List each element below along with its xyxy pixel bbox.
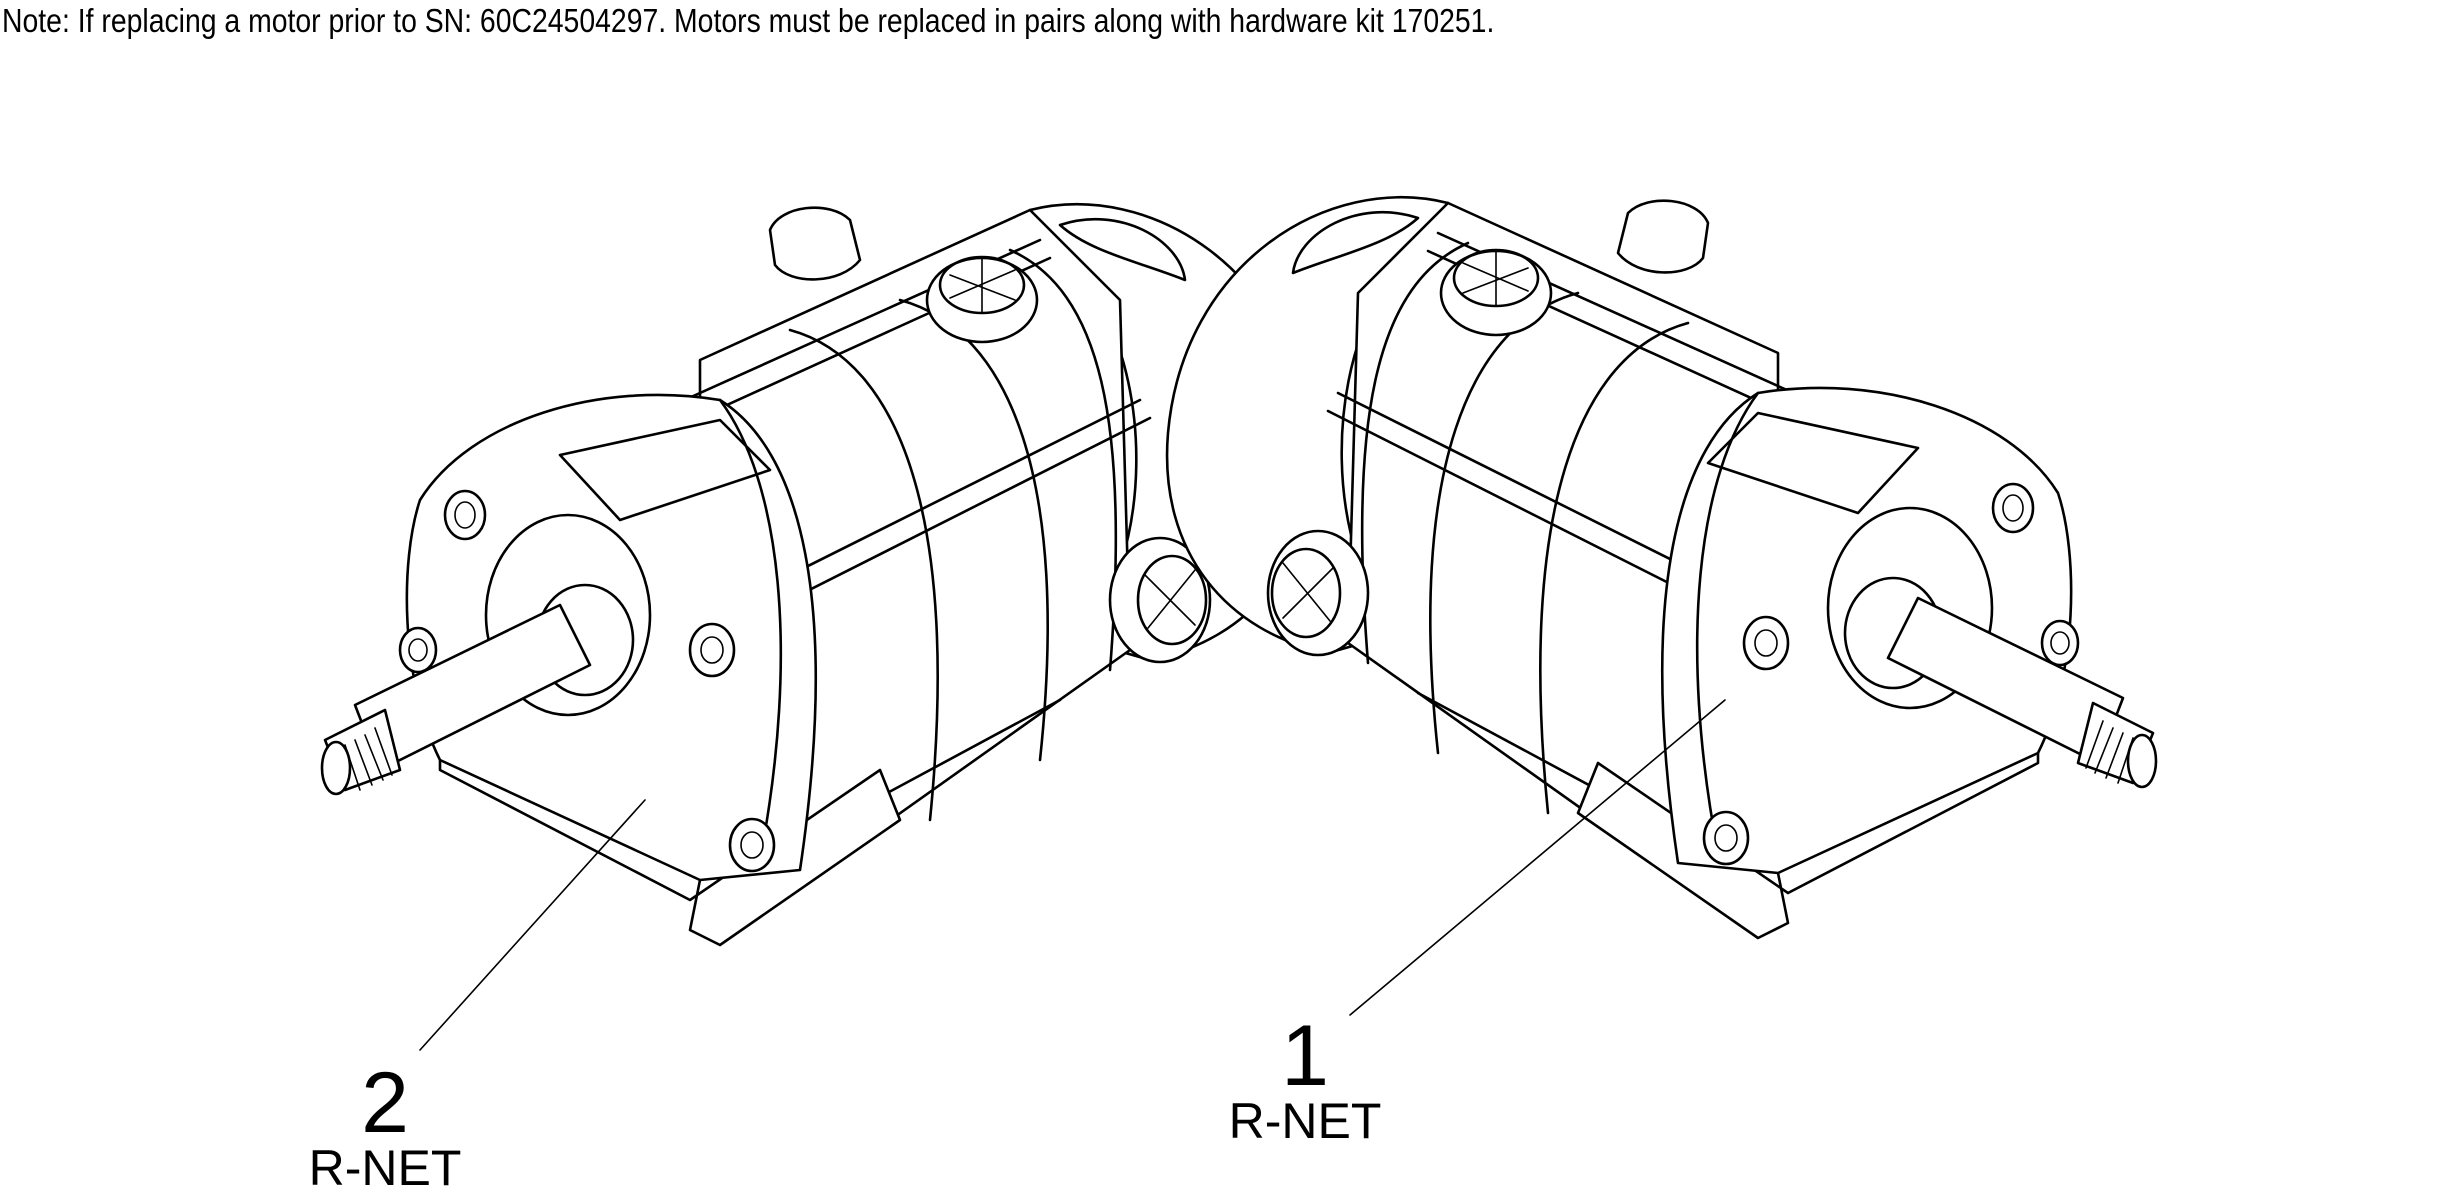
callout-number: 2 [361, 1055, 409, 1151]
callout-number: 1 [1281, 1008, 1329, 1104]
callout-label: R-NET [1229, 1093, 1382, 1149]
replacement-note: Note: If replacing a motor prior to SN: … [2, 2, 1495, 39]
callout-label: R-NET [309, 1140, 462, 1196]
motor-2: 2 R-NET [309, 203, 1313, 1196]
bolt-icon [1702, 482, 2080, 866]
bolt-icon [398, 489, 776, 873]
motor-1 [1165, 196, 2158, 940]
